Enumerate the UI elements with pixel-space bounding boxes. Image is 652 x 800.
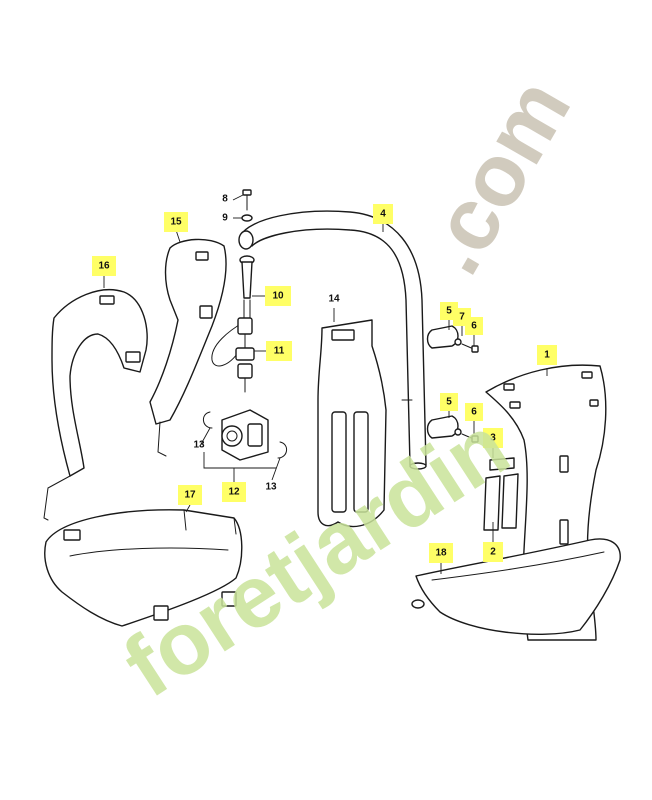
callout-18: 18 [429, 543, 453, 563]
svg-text:15: 15 [170, 217, 182, 228]
leader-lines [103, 194, 548, 574]
svg-text:12: 12 [228, 487, 240, 498]
callout-6-lower: 6 [465, 403, 483, 421]
callout-3: 3 [483, 428, 503, 448]
svg-text:18: 18 [435, 548, 447, 559]
callout-15: 15 [164, 212, 188, 232]
svg-text:2: 2 [490, 547, 496, 558]
part-frame-belt [411, 538, 621, 635]
svg-text:6: 6 [471, 321, 477, 332]
part-cable [211, 255, 255, 367]
svg-text:10: 10 [272, 291, 284, 302]
svg-text:5: 5 [446, 397, 452, 408]
callout-11: 11 [266, 341, 292, 361]
svg-text:6: 6 [471, 407, 477, 418]
svg-text:16: 16 [98, 261, 110, 272]
callout-7: 7 [453, 308, 471, 326]
callout-10: 10 [265, 286, 291, 306]
watermark-grey-text: .com [401, 62, 589, 289]
svg-text:8: 8 [222, 194, 228, 205]
svg-text:5: 5 [446, 306, 452, 317]
part-frame-pads [483, 457, 519, 531]
callout-13-right: 13 [265, 482, 277, 493]
callout-8: 8 [222, 194, 228, 205]
callout-17: 17 [178, 485, 202, 505]
part-shoulder-strap-left [43, 289, 148, 521]
part-back-pad [317, 319, 387, 528]
svg-text:4: 4 [380, 209, 386, 220]
callout-12: 12 [222, 482, 246, 502]
part-clamp-upper [426, 325, 479, 353]
svg-text:1: 1 [544, 350, 550, 361]
part-hose-arm [238, 210, 427, 470]
svg-text:9: 9 [222, 213, 228, 224]
callout-14: 14 [328, 294, 340, 305]
svg-text:14: 14 [328, 294, 340, 305]
callout-1: 1 [537, 345, 557, 365]
callout-16: 16 [92, 256, 116, 276]
callout-2: 2 [483, 542, 503, 562]
part-hip-belt [44, 509, 243, 627]
svg-text:7: 7 [459, 312, 465, 323]
part-buckle [235, 317, 255, 393]
svg-text:3: 3 [490, 433, 496, 444]
svg-text:13: 13 [265, 482, 277, 493]
svg-text:17: 17 [184, 490, 196, 501]
svg-text:13: 13 [193, 440, 205, 451]
callout-13-left: 13 [193, 440, 205, 451]
part-shoulder-strap-right [149, 238, 227, 457]
callout-5-lower: 5 [440, 393, 458, 411]
svg-text:11: 11 [274, 346, 285, 357]
part-bolt-washer [241, 189, 253, 222]
part-coupling [203, 409, 287, 469]
callout-4: 4 [373, 204, 393, 224]
callout-9: 9 [222, 213, 228, 224]
part-clamp-lower [426, 415, 479, 443]
